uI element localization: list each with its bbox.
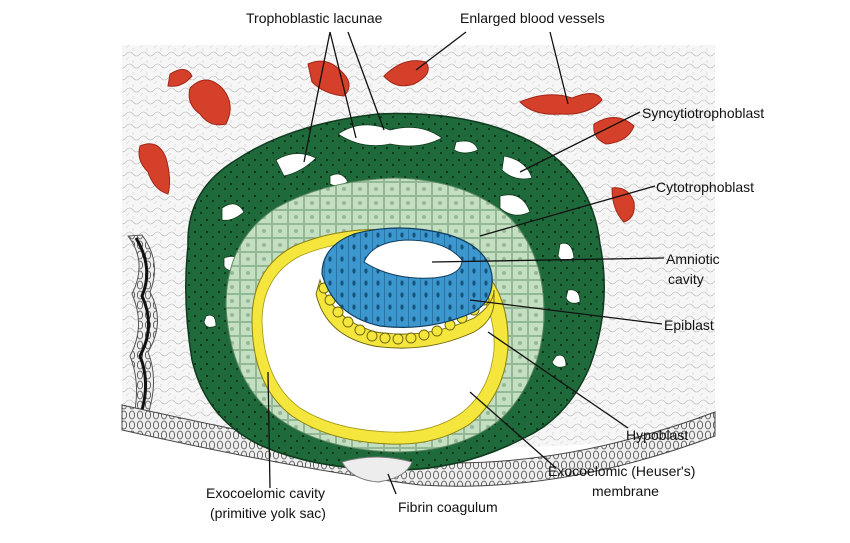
lacuna (453, 140, 479, 154)
label-exocoelomic-membrane-line2: membrane (592, 483, 659, 499)
leader-line (387, 473, 397, 495)
lacuna (275, 153, 317, 177)
fibrin-coagulum (341, 456, 413, 483)
leader-line (415, 31, 467, 71)
label-amniotic-cavity-line1: Amniotic (666, 251, 720, 267)
leader-line (267, 371, 271, 489)
lacuna (337, 124, 443, 147)
labels: Trophoblastic lacunae Enlarged blood ves… (206, 10, 764, 521)
label-cytotrophoblast: Cytotrophoblast (656, 179, 754, 195)
label-fibrin-coagulum: Fibrin coagulum (398, 499, 498, 515)
lacuna (565, 289, 581, 304)
leader-line (431, 257, 665, 263)
blood-vessel (188, 79, 231, 126)
leader-line (487, 331, 629, 429)
label-trophoblastic-lacunae: Trophoblastic lacunae (246, 10, 383, 26)
label-exocoelomic-cavity-line1: Exocoelomic cavity (206, 485, 325, 501)
blood-vessel (593, 117, 635, 145)
lacuna (221, 203, 245, 221)
label-amniotic-cavity-line2: cavity (668, 271, 704, 287)
lacuna (329, 173, 349, 186)
label-enlarged-blood-vessels: Enlarged blood vessels (460, 10, 605, 26)
label-exocoelomic-membrane-line1: Exocoelomic (Heuser's) (548, 463, 695, 479)
lacuna (501, 155, 533, 180)
amniotic-cavity (363, 239, 463, 279)
blood-vessel (519, 93, 603, 115)
lacuna (203, 314, 217, 328)
leader-line (303, 31, 331, 163)
lacuna (499, 194, 531, 216)
blood-vessel (383, 60, 429, 87)
label-hypoblast: Hypoblast (626, 427, 688, 443)
lacuna (551, 354, 567, 368)
leader-line (519, 111, 641, 173)
lacuna (557, 242, 575, 261)
leader-line (469, 299, 663, 325)
leader-line (469, 391, 557, 469)
leader-lines (267, 31, 665, 495)
blood-vessel (167, 69, 193, 87)
leader-line (329, 31, 357, 139)
trophoblastic-lacunae (203, 124, 581, 368)
hypoblast (315, 278, 495, 349)
label-exocoelomic-cavity-line2: (primitive yolk sac) (210, 505, 326, 521)
leader-line (549, 31, 569, 105)
label-syncytiotrophoblast: Syncytiotrophoblast (642, 105, 764, 121)
leader-line (347, 31, 385, 131)
blood-vessel (138, 143, 171, 195)
label-epiblast: Epiblast (664, 317, 714, 333)
leader-line (479, 185, 656, 237)
